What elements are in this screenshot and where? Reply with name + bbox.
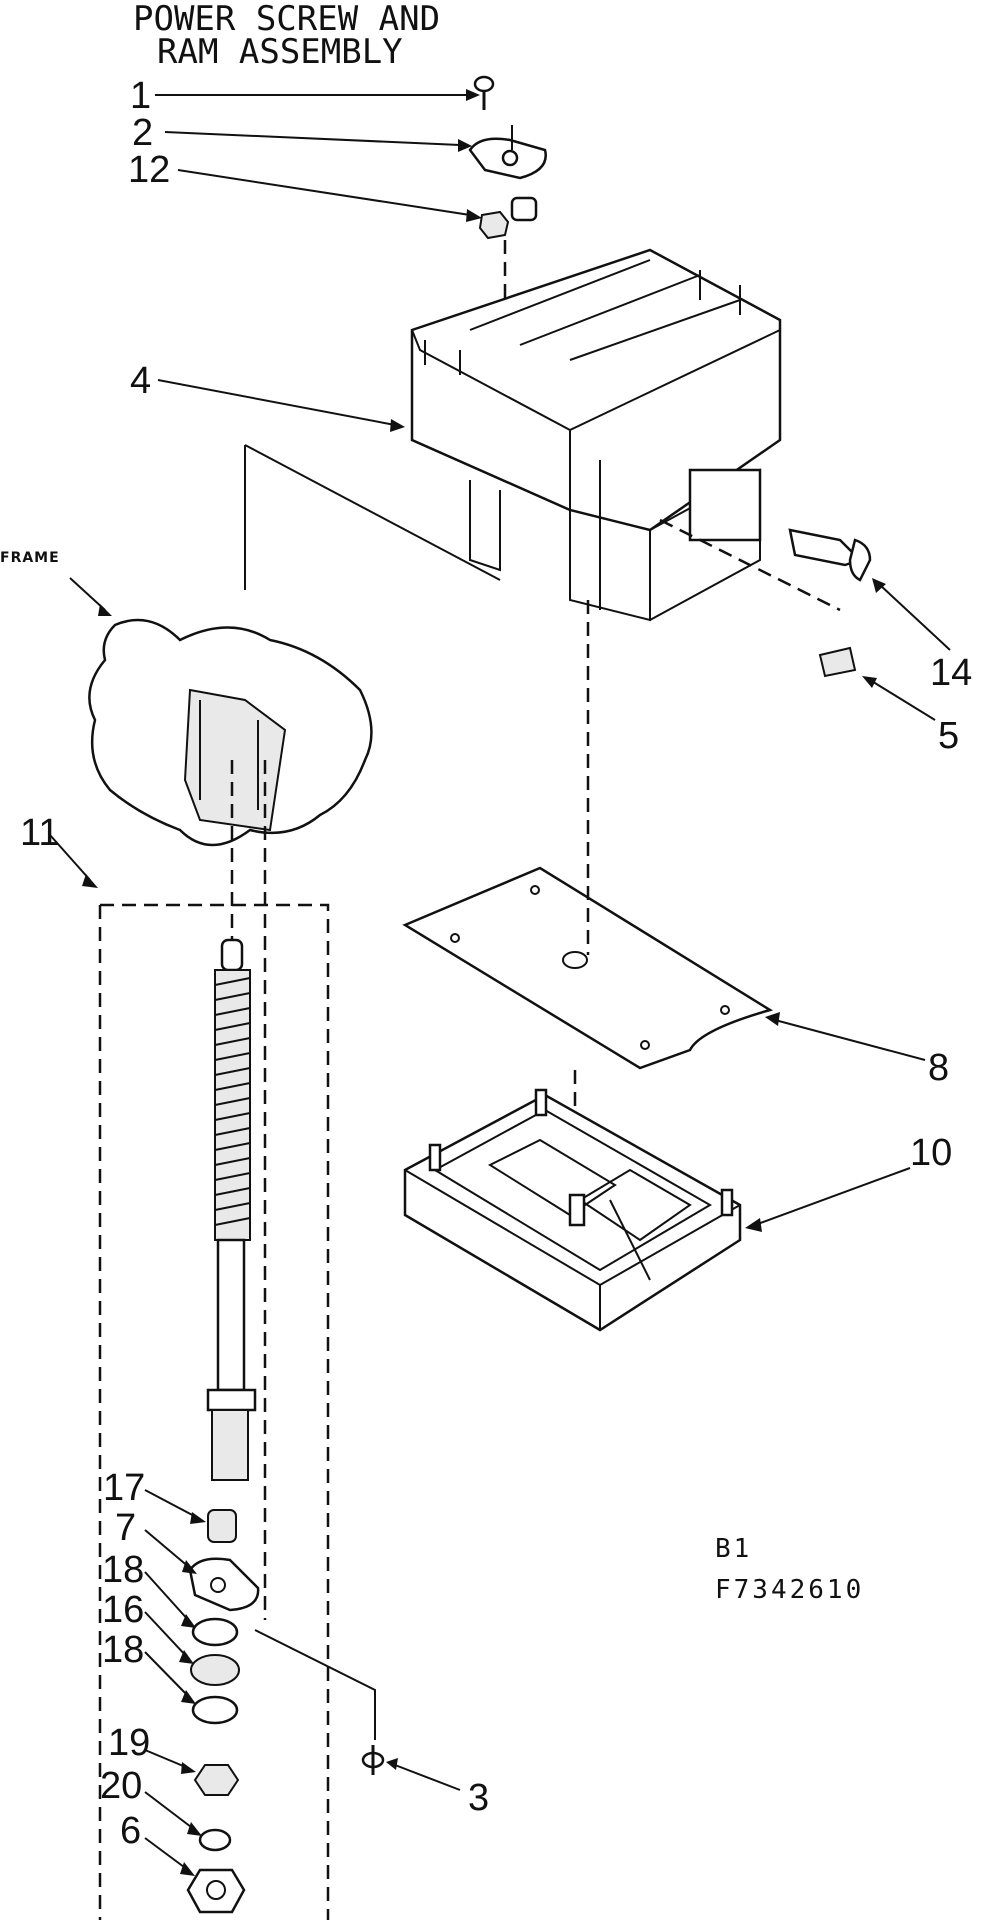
leader-line-4 [157,379,405,432]
callout-6: 6 [120,1810,141,1852]
axis-line-14 [659,518,841,612]
callout-3: 3 [468,1777,489,1819]
leader-lines-lower [144,1489,206,1876]
screw-part-1 [473,75,495,110]
power-screw [206,760,267,1620]
callout-12: 12 [128,149,170,191]
washer-part-18-a [191,1617,239,1647]
figure-ref-line1: B1 [715,1534,752,1564]
callout-18-b: 18 [102,1629,144,1671]
callout-10: 10 [910,1132,952,1174]
leader-arrow-11 [82,874,98,888]
callout-14: 14 [930,652,972,694]
nut-part-12 [478,196,538,240]
sub-assembly-11-box [98,903,330,1920]
callout-19: 19 [108,1722,150,1764]
lockwasher-part-16 [190,1654,240,1686]
frame-label: FRAME [0,550,60,566]
frame-tie-line [244,444,501,581]
frame-leader-line [69,577,106,611]
frame-cutaway [88,618,373,847]
screw-part-3 [254,1629,461,1791]
callout-11: 11 [20,812,59,854]
callout-20: 20 [100,1765,142,1807]
callout-17: 17 [103,1467,145,1509]
lower-hardware-stack [186,1509,260,1914]
washer-part-20 [198,1828,232,1852]
callout-1: 1 [130,75,151,117]
tray-part-10 [403,1088,911,1332]
nut-part-17 [207,1509,237,1543]
nut-part-6 [186,1868,246,1914]
frame-leader-arrow [98,604,112,616]
callout-16: 16 [102,1589,144,1631]
figure-ref-line2: F7342610 [715,1575,864,1605]
diagram-title-line1: POWER SCREW AND [133,0,440,39]
callout-7: 7 [115,1507,136,1549]
callout-8: 8 [928,1047,949,1089]
base-plate-part-8 [402,600,926,1070]
bracket-part-2 [468,125,547,180]
latch-part-14 [788,528,951,651]
washer-part-18-b [191,1695,239,1725]
callout-5: 5 [938,715,959,757]
callout-2: 2 [132,112,153,154]
clip-part-5 [818,646,936,721]
callout-18-a: 18 [102,1549,144,1591]
leader-lines-top [155,89,482,222]
ram-housing-part-4 [410,248,782,622]
nut-part-19 [193,1764,240,1796]
leader-line-11 [49,834,91,881]
diagram-title-line2: RAM ASSEMBLY [157,32,403,72]
callout-4: 4 [130,360,151,402]
